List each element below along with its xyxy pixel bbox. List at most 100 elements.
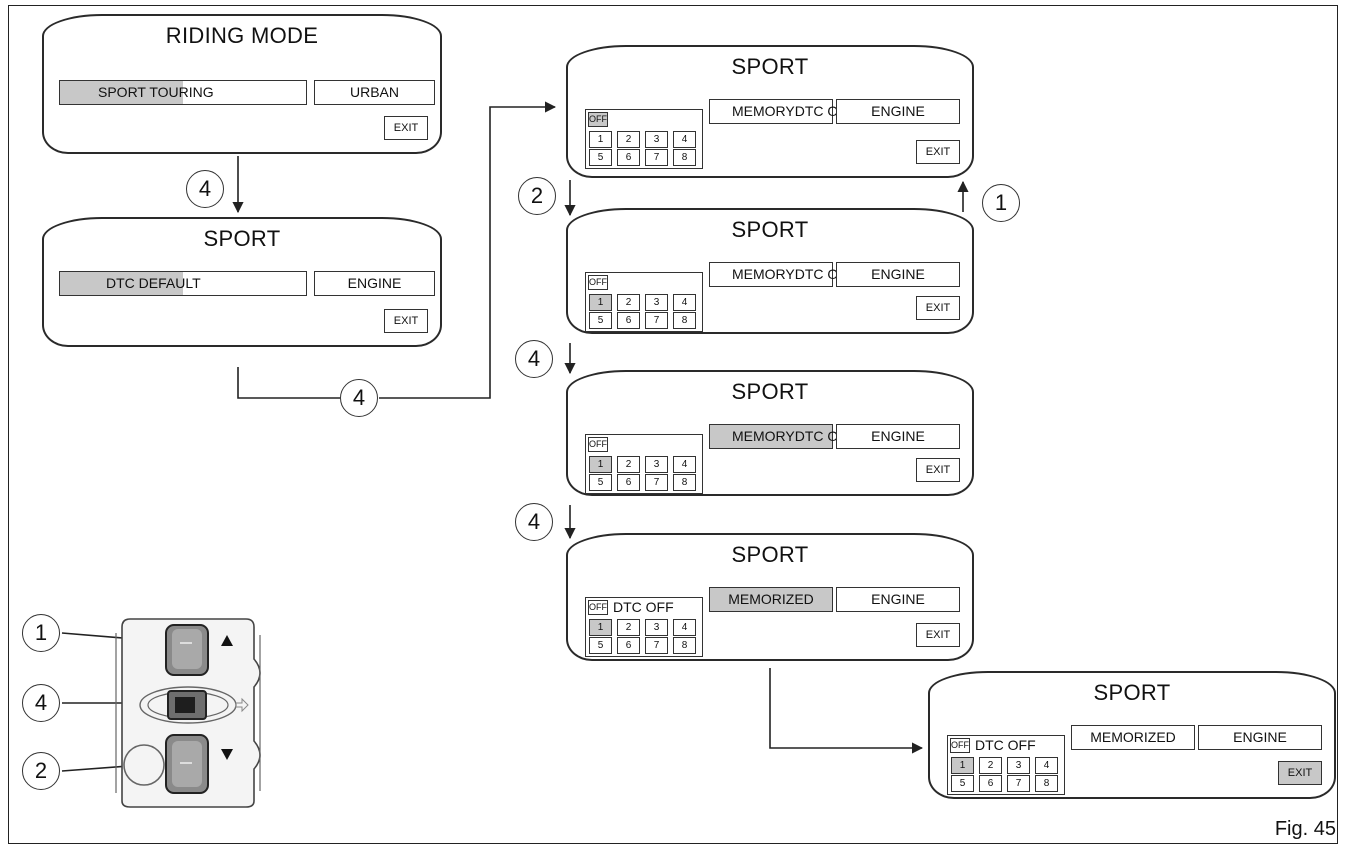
option-engine[interactable]: ENGINE bbox=[836, 587, 960, 612]
dtc-level-cell[interactable]: 6 bbox=[617, 312, 640, 329]
option-engine[interactable]: ENGINE bbox=[314, 271, 435, 296]
dtc-level-cell[interactable]: 2 bbox=[617, 619, 640, 636]
triangle-up-icon bbox=[221, 635, 233, 646]
option-dtc-default[interactable]: DTC DEFAULT bbox=[59, 271, 307, 296]
screen-riding-mode: RIDING MODE SPORT TOURING URBAN EXIT bbox=[42, 14, 442, 154]
dtc-level-cell[interactable]: 6 bbox=[617, 149, 640, 166]
dtc-level-cell[interactable]: 7 bbox=[645, 312, 668, 329]
screen-title: RIDING MODE bbox=[165, 23, 319, 48]
step-badge: 1 bbox=[982, 184, 1020, 222]
option-memory[interactable]: MEMORYDTC OFF bbox=[709, 262, 855, 287]
step-badge: 4 bbox=[515, 340, 553, 378]
dtc-level-cell[interactable]: 4 bbox=[1035, 757, 1058, 774]
dtc-level-cell[interactable]: 4 bbox=[673, 294, 696, 311]
dtc-level-cell[interactable]: 4 bbox=[673, 619, 696, 636]
exit-button[interactable]: EXIT bbox=[916, 140, 960, 164]
option-engine[interactable]: ENGINE bbox=[836, 424, 960, 449]
option-sport-touring[interactable]: SPORT TOURING bbox=[59, 80, 307, 105]
dtc-level-cell[interactable]: 3 bbox=[645, 131, 668, 148]
dtc-level-cell[interactable]: 1 bbox=[589, 619, 612, 636]
dtc-level-cell[interactable]: 6 bbox=[979, 775, 1002, 792]
screen-title: SPORT bbox=[731, 54, 809, 79]
dtc-level-cell[interactable]: 1 bbox=[589, 131, 612, 148]
step-badge: 1 bbox=[22, 614, 60, 652]
option-engine[interactable]: ENGINE bbox=[836, 262, 960, 287]
dtc-level-cell[interactable]: 3 bbox=[645, 456, 668, 473]
option-memory[interactable]: MEMORYDTC OFF bbox=[709, 99, 855, 124]
dtc-level-cell[interactable]: 5 bbox=[589, 149, 612, 166]
dtc-level-cell[interactable]: 5 bbox=[589, 637, 612, 654]
dtc-level-cell[interactable]: 8 bbox=[1035, 775, 1058, 792]
dtc-value-label: DTC OFF bbox=[613, 599, 674, 615]
screen-title: SPORT bbox=[1093, 680, 1171, 705]
dtc-level-cell[interactable]: 2 bbox=[617, 456, 640, 473]
figure-label: Fig. 45 bbox=[1274, 818, 1336, 840]
dtc-level-cell[interactable]: 5 bbox=[951, 775, 974, 792]
step-badge: 2 bbox=[22, 752, 60, 790]
dtc-level-cell[interactable]: 5 bbox=[589, 312, 612, 329]
option-engine[interactable]: ENGINE bbox=[836, 99, 960, 124]
dtc-level-cell[interactable]: 7 bbox=[645, 149, 668, 166]
handlebar-switch bbox=[115, 618, 261, 808]
screen-title: SPORT bbox=[731, 542, 809, 567]
dtc-off-cell[interactable]: OFF bbox=[588, 112, 608, 127]
dtc-level-cell[interactable]: 1 bbox=[589, 294, 612, 311]
dtc-level-cell[interactable]: 8 bbox=[673, 149, 696, 166]
step-badge: 4 bbox=[22, 684, 60, 722]
step-badge: 4 bbox=[340, 379, 378, 417]
arrow-to-exit bbox=[769, 668, 924, 754]
up-button[interactable] bbox=[165, 624, 209, 676]
screen-title: SPORT bbox=[731, 217, 809, 242]
dtc-level-cell[interactable]: 3 bbox=[1007, 757, 1030, 774]
dtc-level-cell[interactable]: 5 bbox=[589, 474, 612, 491]
option-urban[interactable]: URBAN bbox=[314, 80, 435, 105]
exit-button[interactable]: EXIT bbox=[384, 116, 428, 140]
dtc-level-cell[interactable]: 7 bbox=[1007, 775, 1030, 792]
exit-button[interactable]: EXIT bbox=[916, 296, 960, 320]
dtc-level-cell[interactable]: 6 bbox=[617, 474, 640, 491]
option-memory[interactable]: MEMORIZED bbox=[709, 587, 833, 612]
dtc-level-cell[interactable]: 1 bbox=[589, 456, 612, 473]
exit-button[interactable]: EXIT bbox=[916, 623, 960, 647]
dtc-level-cell[interactable]: 8 bbox=[673, 474, 696, 491]
exit-button[interactable]: EXIT bbox=[384, 309, 428, 333]
dtc-off-cell[interactable]: OFF bbox=[588, 437, 608, 452]
dtc-off-cell[interactable]: OFF bbox=[588, 600, 608, 615]
dtc-level-cell[interactable]: 2 bbox=[617, 131, 640, 148]
enter-button[interactable] bbox=[139, 686, 237, 724]
figure-frame bbox=[8, 5, 1338, 844]
dtc-off-cell[interactable]: OFF bbox=[588, 275, 608, 290]
option-memory[interactable]: MEMORYDTC OFF bbox=[709, 424, 855, 449]
exit-button[interactable]: EXIT bbox=[1278, 761, 1322, 785]
dtc-level-cell[interactable]: 6 bbox=[617, 637, 640, 654]
dtc-level-cell[interactable]: 3 bbox=[645, 619, 668, 636]
dtc-off-cell[interactable]: OFF bbox=[950, 738, 970, 753]
dtc-level-cell[interactable]: 8 bbox=[673, 637, 696, 654]
triangle-down-icon bbox=[221, 749, 233, 760]
option-engine[interactable]: ENGINE bbox=[1198, 725, 1322, 750]
dtc-level-cell[interactable]: 7 bbox=[645, 474, 668, 491]
dtc-level-cell[interactable]: 4 bbox=[673, 456, 696, 473]
step-badge: 4 bbox=[186, 170, 224, 208]
option-memory[interactable]: MEMORIZED bbox=[1071, 725, 1195, 750]
exit-button[interactable]: EXIT bbox=[916, 458, 960, 482]
dtc-level-cell[interactable]: 3 bbox=[645, 294, 668, 311]
dtc-level-cell[interactable]: 4 bbox=[673, 131, 696, 148]
dtc-level-cell[interactable]: 8 bbox=[673, 312, 696, 329]
down-button[interactable] bbox=[165, 734, 209, 794]
dtc-level-cell[interactable]: 1 bbox=[951, 757, 974, 774]
dtc-level-cell[interactable]: 2 bbox=[979, 757, 1002, 774]
dtc-level-cell[interactable]: 2 bbox=[617, 294, 640, 311]
dtc-level-cell[interactable]: 7 bbox=[645, 637, 668, 654]
screen-sport-menu: SPORT DTC DEFAULT ENGINE EXIT bbox=[42, 217, 442, 347]
